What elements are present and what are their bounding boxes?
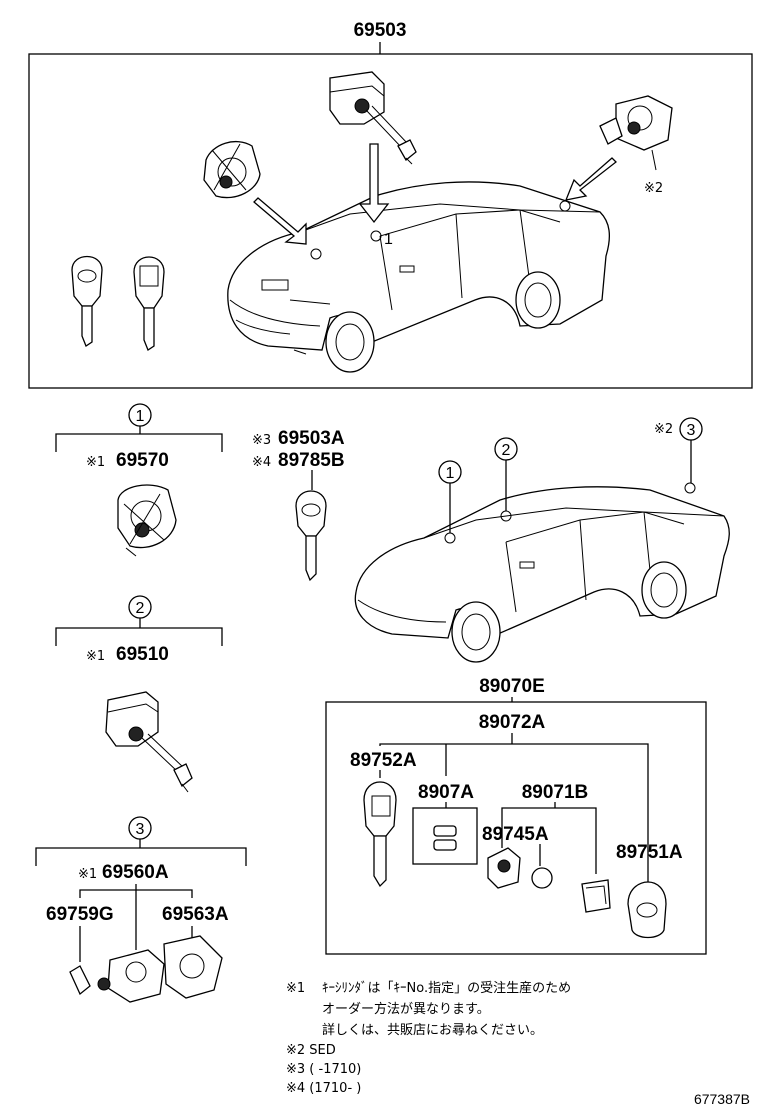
transmitter-module [487,847,521,889]
key-89752A [363,781,397,888]
door-cylinder-top [329,71,417,165]
car-right [354,482,730,663]
label-69503[interactable]: 69503 [354,20,407,41]
mark-2-top[interactable]: ※2 [644,181,663,196]
car-callout-3[interactable]: 3 [687,422,696,439]
arrow-right [564,157,617,201]
car-top [227,181,611,373]
label-8907A[interactable]: 8907A [418,782,474,803]
ignition-cylinder-top [203,141,261,199]
door-cylinder-69510 [105,691,193,793]
note-1-mark[interactable]: ※1 [286,981,305,996]
note-3[interactable]: ※3 ( -1710) [286,1062,361,1077]
note-1-line3[interactable]: 詳しくは、共販店にお尋ねください。 [322,1022,543,1038]
note-2[interactable]: ※2 SED [286,1043,336,1058]
note-1-line2[interactable]: オーダー方法が異なります。 [322,1001,490,1017]
label-89745A[interactable]: 89745A [482,824,549,845]
label-69560A[interactable]: 69560A [102,862,169,883]
bracket-2 [55,627,223,646]
key-69503A [295,490,327,582]
label-69759G[interactable]: 69759G [46,904,114,925]
mark-2-car[interactable]: ※2 [654,422,673,437]
mark-4[interactable]: ※4 [252,455,271,470]
car-callout-2[interactable]: 2 [502,442,511,459]
ignition-cylinder-69570 [117,484,177,557]
mark-1-69570[interactable]: ※1 [86,455,105,470]
box-8907A [412,807,478,865]
label-89070E[interactable]: 89070E [479,676,545,697]
battery-89745A [531,867,553,889]
mark-3[interactable]: ※3 [252,433,271,448]
label-69503A[interactable]: 69503A [278,428,345,449]
blade-8907A [433,825,457,851]
label-89071B[interactable]: 89071B [522,782,589,803]
leader-89071B [501,802,597,874]
small-callout-1[interactable]: 1 [384,231,393,248]
label-69510[interactable]: 69510 [116,644,169,665]
label-89751A[interactable]: 89751A [616,842,683,863]
callout-1[interactable]: 1 [136,408,145,425]
mark-1-69510[interactable]: ※1 [86,649,105,664]
trunk-cylinder-top [599,95,673,171]
illustration-ref: 677387B [694,1091,750,1107]
leader-69560A [79,884,193,950]
arrow-center [358,143,390,224]
note-1-line1[interactable]: ｷｰｼﾘﾝﾀﾞは「ｷｰNo.指定」の受注生産のため [322,980,571,996]
label-69570[interactable]: 69570 [116,450,169,471]
callout-2[interactable]: 2 [136,600,145,617]
set-89070E-frame [325,701,707,955]
leader-89072A [379,733,649,884]
label-89785B[interactable]: 89785B [278,450,345,471]
label-69563A[interactable]: 69563A [162,904,229,925]
arrow-left [253,197,307,245]
label-89752A[interactable]: 89752A [350,750,417,771]
cover-89071B [581,879,611,913]
trunk-cylinder-69560A [69,935,223,1003]
fob-89751A [627,881,667,939]
bracket-1 [55,433,223,452]
key-1-top [71,256,103,347]
label-89072A[interactable]: 89072A [479,712,546,733]
key-2-top [133,256,165,351]
bracket-3 [35,847,247,866]
set-69503-frame [28,53,753,389]
mark-1-69560A[interactable]: ※1 [78,867,97,882]
callout-3[interactable]: 3 [136,821,145,838]
car-callout-1[interactable]: 1 [446,465,455,482]
note-4[interactable]: ※4 (1710- ) [286,1081,361,1096]
